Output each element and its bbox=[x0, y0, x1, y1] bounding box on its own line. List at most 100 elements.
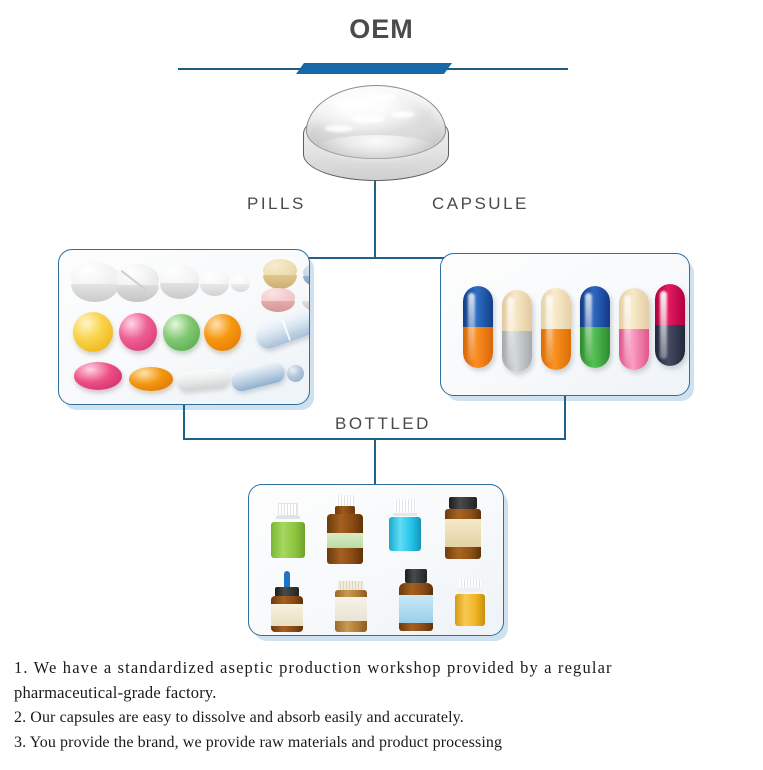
connector-split-bar bbox=[183, 257, 566, 260]
bottle-amber-tablet bbox=[445, 497, 481, 563]
note-line-1b: pharmaceutical-grade factory. bbox=[14, 683, 217, 702]
branch-label-bottled: BOTTLED bbox=[327, 414, 439, 434]
pill-pink-tablet bbox=[261, 288, 295, 312]
pill-pink-sphere bbox=[119, 313, 157, 351]
dropper-bulb bbox=[284, 571, 290, 589]
bottle-rim bbox=[393, 513, 417, 516]
note-line-2: 2. Our capsules are easy to dissolve and… bbox=[14, 709, 464, 726]
capsule-cream-orange bbox=[541, 288, 571, 370]
powder-texture bbox=[333, 99, 359, 108]
title-divider bbox=[178, 62, 568, 76]
bottles-illustration bbox=[249, 485, 503, 635]
tablet-side bbox=[302, 300, 309, 312]
bottle-neck bbox=[336, 495, 354, 507]
pill-white-tablet-small bbox=[200, 270, 229, 296]
bottles-panel bbox=[248, 484, 504, 636]
pill-small-yellow-sphere bbox=[309, 373, 310, 388]
capsule-panel bbox=[440, 253, 690, 396]
tablet-side bbox=[115, 284, 159, 302]
bottle-neck bbox=[278, 503, 298, 516]
capsule-cream-grey bbox=[502, 290, 532, 372]
bottle-label bbox=[335, 597, 367, 621]
bottle-amber-syrup bbox=[327, 495, 363, 567]
branch-label-pills: PILLS bbox=[247, 194, 306, 213]
pills-panel bbox=[58, 249, 310, 405]
bottle-shoulder bbox=[335, 506, 355, 515]
bottle-amber-dropper bbox=[271, 571, 303, 633]
connector-root-stem bbox=[374, 181, 377, 259]
pill-orange-sphere bbox=[204, 314, 241, 351]
bottle-rim bbox=[276, 516, 300, 519]
pill-pink-oval bbox=[74, 362, 122, 390]
powder-texture bbox=[367, 93, 397, 101]
bottle-label bbox=[445, 519, 481, 547]
pills-illustration bbox=[59, 250, 309, 404]
powder-texture bbox=[351, 115, 385, 123]
bottle-body bbox=[445, 509, 481, 559]
connector-bottled-stem bbox=[374, 438, 377, 486]
pill-blue-caplet bbox=[229, 360, 287, 394]
capsule-crimson-navy bbox=[655, 284, 685, 366]
tablet-top bbox=[303, 263, 309, 282]
bottle-green-liquid-vial bbox=[271, 503, 305, 563]
bottle-cap bbox=[275, 587, 299, 597]
tablet-side bbox=[303, 275, 309, 287]
powder-highlight bbox=[313, 135, 439, 165]
bottle-cap bbox=[405, 569, 427, 583]
bottle-label bbox=[327, 533, 363, 548]
bottle-cyan-liquid-vial bbox=[389, 499, 421, 561]
tablet-side bbox=[231, 283, 250, 292]
bottle-body bbox=[327, 514, 363, 564]
bottle-label bbox=[399, 595, 433, 623]
bottle-body bbox=[335, 590, 367, 632]
bottle-amber-blue-label bbox=[399, 569, 433, 633]
pill-scored-tablet bbox=[115, 264, 159, 302]
pill-green-sphere bbox=[163, 314, 200, 351]
capsule-gloss bbox=[624, 295, 631, 363]
capsule-gloss bbox=[585, 293, 592, 361]
bottle-label bbox=[271, 604, 303, 626]
notes-block: 1. We have a standardized aseptic produc… bbox=[14, 655, 749, 755]
pill-yellow-sphere bbox=[73, 312, 113, 352]
capsule-gloss bbox=[507, 297, 514, 365]
note-line-3: 3. You provide the brand, we provide raw… bbox=[14, 734, 503, 751]
tablet-side bbox=[263, 275, 297, 289]
pill-white-tablet-flat bbox=[302, 288, 309, 312]
bottle-tan-pill bbox=[335, 581, 367, 633]
note-line-1: 1. We have a standardized aseptic produc… bbox=[14, 655, 749, 705]
bottle-body bbox=[271, 596, 303, 632]
connector-pills-down bbox=[183, 405, 186, 440]
capsule-gloss bbox=[468, 293, 475, 361]
pill-white-tablet-medium bbox=[160, 265, 199, 299]
bottle-body bbox=[455, 594, 485, 626]
divider-accent-bar bbox=[296, 63, 452, 74]
powder-dish-image bbox=[303, 85, 449, 183]
powder-texture bbox=[325, 125, 353, 132]
bottle-neck bbox=[394, 499, 416, 513]
branch-label-capsule: CAPSULE bbox=[432, 194, 529, 213]
connector-capsule-down bbox=[564, 396, 567, 440]
tablet-side bbox=[160, 283, 199, 299]
tablet-side bbox=[200, 284, 229, 296]
bottle-neck bbox=[459, 579, 481, 588]
pill-orange-oval bbox=[129, 367, 173, 391]
page-title: OEM bbox=[349, 14, 414, 44]
capsule-gloss bbox=[546, 295, 553, 363]
note-line-1a: 1. We have a standardized aseptic produc… bbox=[14, 658, 613, 677]
pill-beige-tablet bbox=[263, 259, 297, 289]
capsule-gloss bbox=[660, 291, 667, 359]
tablet-top bbox=[302, 288, 309, 307]
bottle-rim bbox=[457, 588, 483, 592]
powder-texture bbox=[391, 111, 415, 118]
bottle-yellow-liquid-vial bbox=[455, 579, 485, 633]
capsules-illustration bbox=[441, 254, 689, 395]
tablet-side bbox=[261, 300, 295, 312]
bottle-cap bbox=[338, 581, 364, 590]
capsule-blue-orange bbox=[463, 286, 493, 368]
bottle-body bbox=[399, 583, 433, 631]
pill-small-blue-sphere bbox=[287, 365, 304, 382]
bottle-body bbox=[271, 522, 305, 558]
bottle-body bbox=[389, 517, 421, 551]
tablet-side bbox=[71, 283, 119, 302]
